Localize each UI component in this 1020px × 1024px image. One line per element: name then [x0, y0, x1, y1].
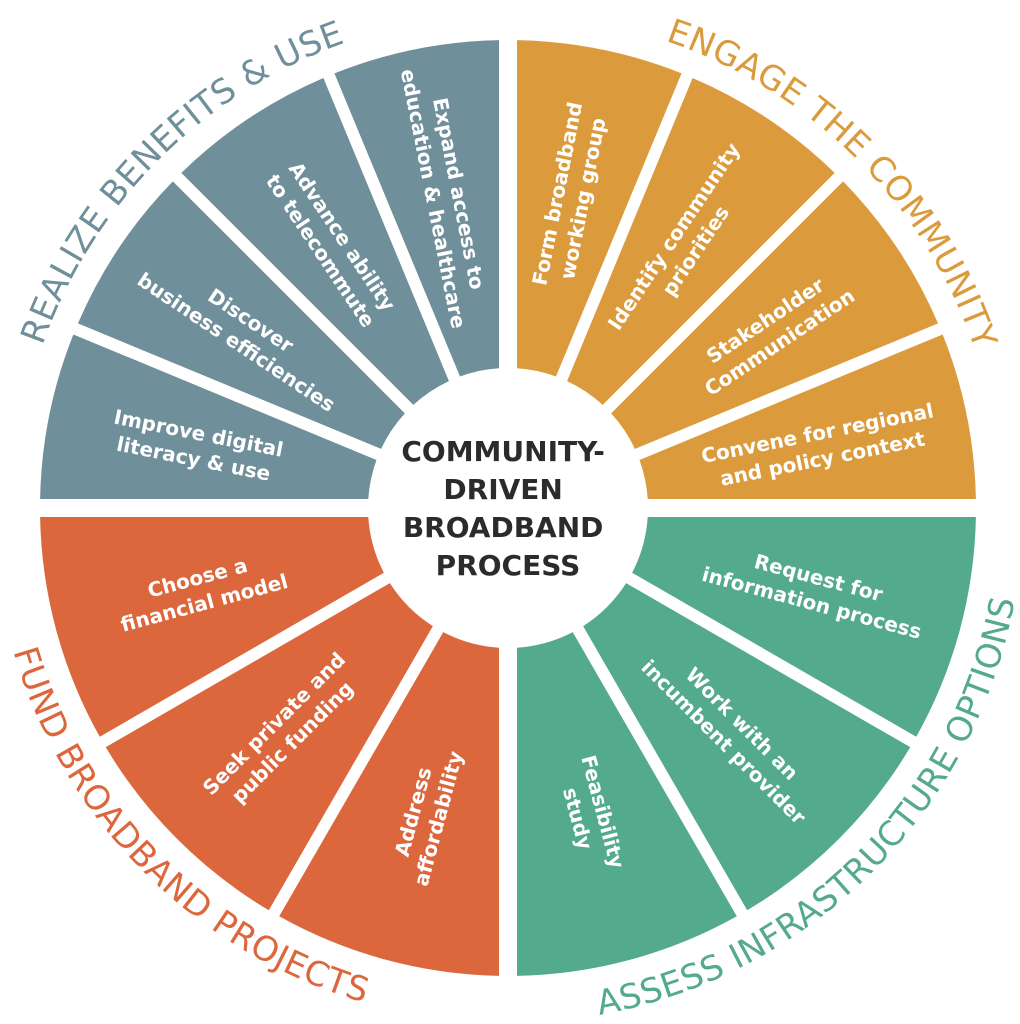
segment-wedge — [181, 77, 449, 405]
segment-2-1: Request forinformation process — [632, 517, 976, 737]
segment-3-2: Seek private andpublic funding — [105, 583, 433, 911]
segment-wedge — [583, 583, 911, 911]
center-line-4: PROCESS — [436, 549, 581, 582]
segment-2-3: Feasibilitystudy — [517, 632, 737, 976]
center-line-3: BROADBAND — [403, 511, 604, 544]
segment-3-1: Addressaffordability — [279, 632, 499, 976]
segment-wedge — [77, 181, 405, 449]
segment-wedge — [639, 334, 976, 499]
segment-wedge — [105, 583, 433, 911]
segment-wedge — [517, 40, 682, 377]
segment-wedge — [40, 334, 377, 499]
center-line-1: COMMUNITY- — [401, 435, 605, 468]
segment-wedge — [334, 40, 499, 377]
segment-1-1: Form broadbandworking group — [517, 40, 682, 377]
segment-wedge — [632, 517, 976, 737]
segment-wedge — [517, 632, 737, 976]
segment-4-3: Advance abilityto telecommute — [181, 77, 449, 405]
center-title: COMMUNITY- DRIVEN BROADBAND PROCESS — [401, 435, 614, 582]
segment-wedge — [40, 517, 384, 737]
segment-wedge — [567, 77, 835, 405]
center-circle — [380, 380, 636, 636]
segment-wedge — [279, 632, 499, 976]
segment-3-3: Choose afinancial model — [40, 517, 384, 737]
segment-4-4: Expand access toeducation & healthcare — [334, 40, 499, 377]
segment-4-1: Improve digitalliteracy & use — [40, 334, 377, 499]
center-line-2: DRIVEN — [443, 473, 562, 506]
segment-wedge — [611, 181, 939, 449]
